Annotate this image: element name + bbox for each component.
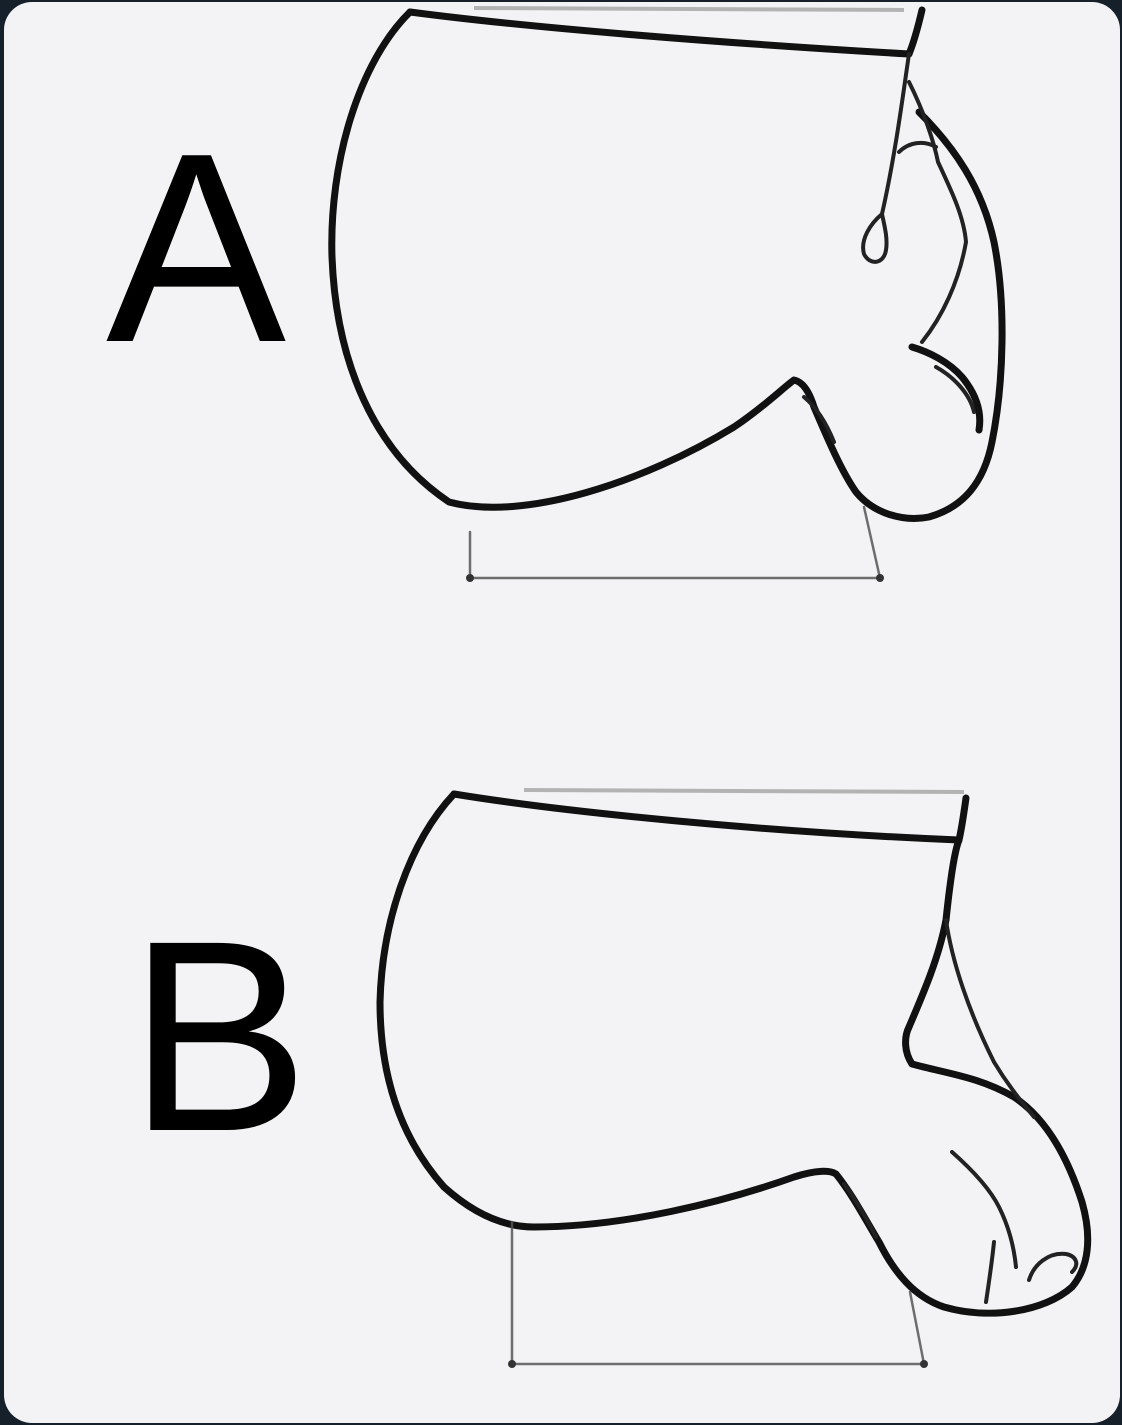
drawing-a-top-edge	[406, 8, 913, 58]
drawing-a-body-outline	[328, 8, 1006, 522]
drawing-b-curl	[1027, 1251, 1079, 1282]
drawing-b-base-right	[908, 1290, 926, 1366]
drawing-a-base-dot-right	[876, 574, 884, 582]
line-drawing	[328, 6, 1092, 1368]
panel-label-b: B	[128, 884, 310, 1188]
drawing-b-fold-line	[944, 918, 1036, 1119]
drawing-a-base-right	[862, 505, 882, 580]
drawing-a-hook	[897, 140, 938, 154]
drawing-b-top-edge	[450, 790, 963, 844]
drawing-a-inner-contour	[907, 80, 968, 344]
drawing-b-base-dot-left	[508, 1360, 516, 1368]
drawing-a-notch	[802, 395, 836, 444]
drawing-a-lower-lobe-inner	[934, 365, 976, 414]
drawing-a-drip-drop	[861, 212, 889, 264]
drawing-b-base-dot-right	[920, 1360, 928, 1368]
drawing-b-notch	[842, 1182, 878, 1239]
drawing-b-curl-inner	[984, 1240, 996, 1304]
image-card: A B	[4, 2, 1120, 1423]
drawing-a-rim-haze	[473, 6, 905, 12]
drawing-b	[376, 788, 1092, 1368]
drawing-a-right-edge	[905, 6, 926, 58]
panel-label-a: A	[106, 98, 287, 399]
drawing-a-lower-lobe	[908, 343, 984, 434]
drawing-a	[328, 6, 1006, 582]
drawing-b-right-edge	[955, 794, 970, 844]
drawing-a-drip-line	[880, 52, 911, 216]
drawing-a-base-dot-left	[466, 574, 474, 582]
drawing-b-body-outline	[376, 790, 1092, 1317]
drawing-b-rim-haze	[523, 788, 965, 794]
drawing-b-lobe-line	[950, 1150, 1018, 1269]
